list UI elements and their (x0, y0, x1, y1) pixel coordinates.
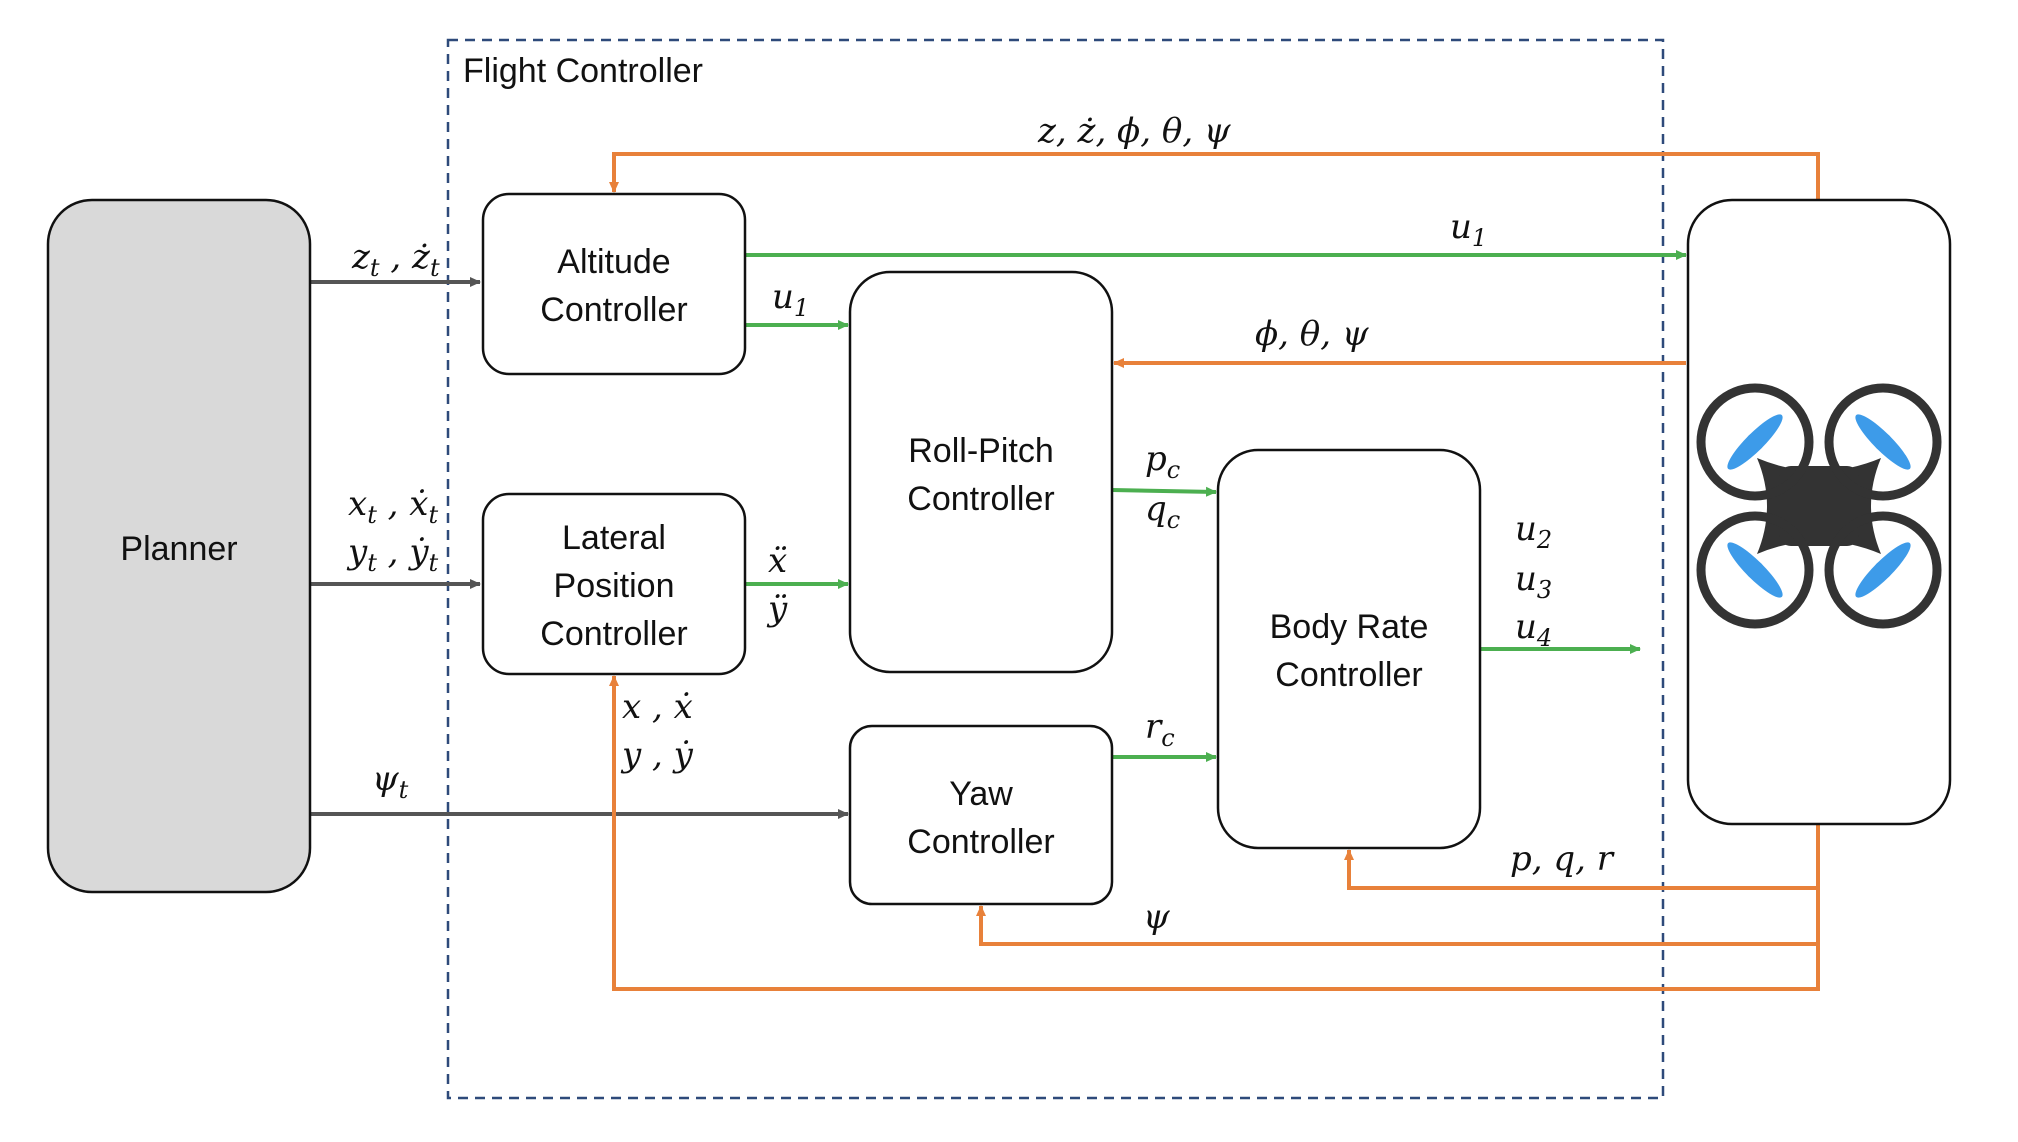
feedback-line-yaw (976, 888, 1820, 946)
signal-label-lateral-yddot: ÿ (766, 589, 788, 629)
lateral-controller-label-line-2: Position (554, 567, 675, 605)
altitude-controller-label-line-1: Altitude (557, 243, 670, 281)
feedback-line-lateral (609, 675, 1820, 991)
altitude-controller-label-line-2: Controller (540, 291, 687, 329)
signal-label-bodyrate-u3: u3 (1515, 559, 1552, 604)
signal-label-feedback-altitude: z, ż, ϕ, θ, ψ (1037, 111, 1231, 151)
roll-pitch-controller-label-line-1: Roll-Pitch (908, 432, 1053, 470)
lateral-position-controller-block: Lateral Position Controller (481, 492, 747, 676)
signal-label-feedback-bodyrate: p, q, r (1510, 839, 1615, 879)
feedback-line-altitude (609, 152, 1820, 200)
signal-label-feedback-rollpitch: ϕ, θ, ψ (1255, 314, 1369, 354)
lateral-controller-label-line-1: Lateral (562, 519, 666, 557)
signal-label-planner-altitude: zt , żt (351, 237, 440, 282)
signal-label-feedback-yaw: ψ (1143, 897, 1170, 937)
signal-label-altitude-rollpitch: u1 (772, 277, 809, 322)
signal-label-planner-yaw: ψt (372, 759, 409, 804)
roll-pitch-controller-block: Roll-Pitch Controller (848, 270, 1114, 674)
lateral-controller-label-line-3: Controller (540, 615, 687, 653)
signal-label-lateral-xddot: ẍ (768, 541, 787, 581)
body-rate-controller-label-line-2: Controller (1275, 656, 1422, 694)
arrow-rollpitch-to-bodyrate (1111, 486, 1217, 497)
quadcopter-icon (1696, 383, 1942, 629)
feedback-line-bodyrate (1344, 824, 1820, 890)
signal-label-planner-lateral-y: yt , ẏt (346, 532, 439, 577)
signal-label-bodyrate-u2: u2 (1515, 509, 1552, 554)
flight-controller-title: Flight Controller (463, 52, 703, 90)
drone-block (1686, 198, 1952, 826)
planner-block: Planner (46, 198, 312, 894)
signal-label-yaw-rc: rc (1145, 707, 1175, 752)
signal-label-feedback-lateral-y: y , ẏ (620, 735, 694, 775)
altitude-controller-block: Altitude Controller (481, 192, 747, 376)
yaw-controller-label-line-2: Controller (907, 823, 1054, 861)
yaw-controller-block: Yaw Controller (848, 724, 1114, 906)
body-rate-controller-block: Body Rate Controller (1216, 448, 1482, 850)
signal-label-rollpitch-pc: pc (1145, 439, 1180, 484)
flight-controller-container (446, 38, 1665, 1100)
signal-label-rollpitch-qc: qc (1145, 489, 1180, 534)
planner-label: Planner (120, 530, 237, 568)
yaw-controller-label-line-1: Yaw (949, 775, 1013, 813)
roll-pitch-controller-label-line-2: Controller (907, 480, 1054, 518)
signal-label-altitude-drone: u1 (1450, 207, 1487, 252)
signal-label-feedback-lateral-x: x , ẋ (622, 687, 693, 727)
body-rate-controller-label-line-1: Body Rate (1270, 608, 1429, 646)
signal-label-planner-lateral-x: xt , ẋt (348, 484, 438, 529)
signal-label-bodyrate-u4: u4 (1515, 607, 1552, 652)
